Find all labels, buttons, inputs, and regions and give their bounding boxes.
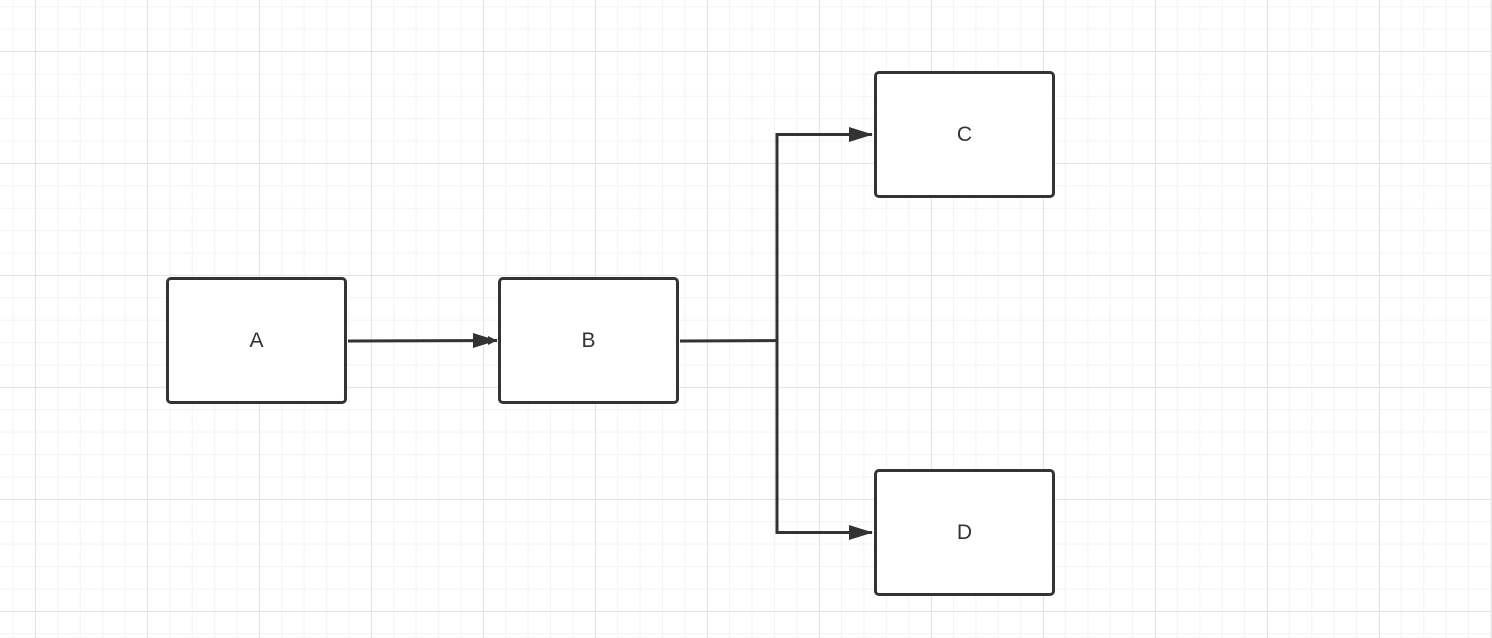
arrowhead-b-to-d <box>849 525 873 540</box>
node-d-label: D <box>956 520 973 544</box>
node-b-label: B <box>581 328 596 352</box>
node-c-label: C <box>956 122 973 146</box>
edge-b-to-c[interactable] <box>679 133 872 343</box>
node-a-label: A <box>249 328 264 352</box>
node-d[interactable]: D <box>874 469 1055 596</box>
node-a[interactable]: A <box>166 277 347 404</box>
arrowhead-a-to-b <box>473 333 497 348</box>
node-c[interactable]: C <box>874 71 1055 198</box>
arrowhead-b-to-c <box>849 127 873 142</box>
node-b[interactable]: B <box>498 277 679 404</box>
edge-a-to-b[interactable] <box>347 336 498 346</box>
edge-b-to-d[interactable] <box>775 340 872 534</box>
